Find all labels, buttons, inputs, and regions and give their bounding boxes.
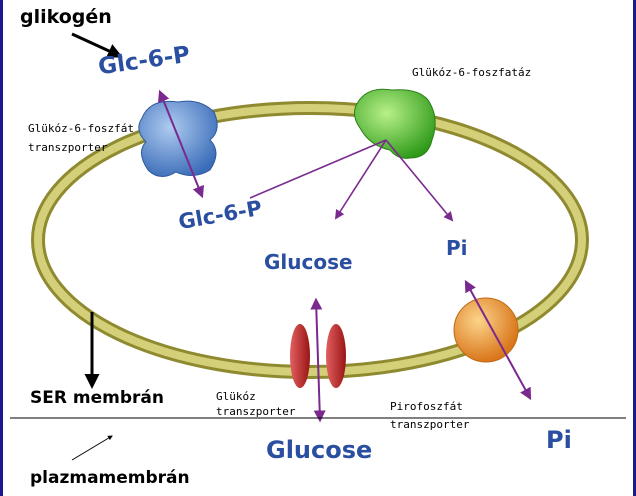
frame-right-edge [633, 0, 636, 496]
label-pi-bottom: Pi [546, 426, 572, 454]
label-ser-membran: SER membrán [30, 388, 164, 408]
g6pase-enzyme [354, 88, 436, 159]
glucose-transporter-protein [290, 324, 346, 388]
label-glukoz-transporter-1: Glükóz [216, 390, 256, 403]
label-plazmamembran: plazmamembrán [30, 468, 190, 488]
arrow-glucose-transport [310, 297, 326, 423]
ser-membrane-ring [34, 104, 586, 376]
arrow-pi-transport [464, 279, 532, 401]
label-pirofoszfat-2: transzporter [390, 418, 470, 431]
label-pi-inner: Pi [446, 236, 468, 260]
label-glikogen: glikogén [20, 6, 112, 28]
label-g6p-transporter-1: Glükóz-6-foszfát [28, 122, 134, 135]
arrow-g6pase-to-glc6p [249, 139, 387, 199]
label-g6pase: Glükóz-6-foszfatáz [412, 66, 532, 79]
arrow-g6pase-to-glucose [334, 139, 387, 220]
label-glucose-bottom: Glucose [266, 436, 373, 464]
label-pirofoszfat-1: Pirofoszfát [390, 400, 463, 413]
arrow-glikogen [71, 32, 123, 58]
white-patch-2 [460, 86, 572, 122]
arrow-plasma-membrane [71, 435, 113, 461]
arrow-glc6p-transport [158, 89, 204, 199]
label-glucose-inner: Glucose [264, 250, 353, 274]
label-g6p-transporter-2: transzporter [28, 141, 108, 154]
frame-left-edge [0, 0, 3, 496]
white-patch-1 [248, 42, 386, 90]
arrow-g6pase-to-pi [385, 139, 454, 222]
pi-transporter-protein [453, 297, 519, 363]
label-glukoz-transporter-2: transzporter [216, 405, 296, 418]
